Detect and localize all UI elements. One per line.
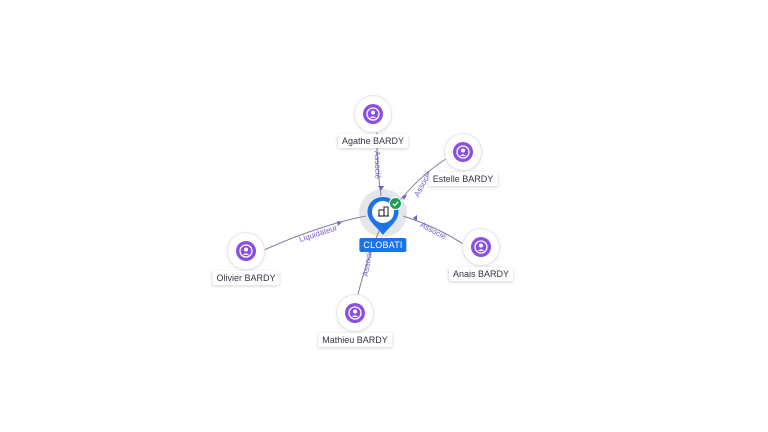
edge-label-olivier: Liquidateur [298, 223, 339, 244]
edge-label-agathe: Associé [373, 151, 383, 180]
person-icon [236, 241, 256, 261]
person-label: Agathe BARDY [337, 134, 409, 148]
person-label: Olivier BARDY [212, 271, 280, 285]
person-icon [345, 303, 365, 323]
edge-arrow [413, 215, 417, 221]
person-icon [453, 142, 473, 162]
edge-label-anais: Associé [419, 220, 448, 241]
edge-anais: Associé [402, 215, 467, 247]
person-label: Estelle BARDY [428, 172, 498, 186]
person-icon [471, 237, 491, 257]
person-icon [363, 104, 383, 124]
edge-arrow [378, 186, 384, 191]
person-label: Anais BARDY [448, 267, 514, 281]
edge-agathe: Associé [373, 125, 384, 197]
check-icon [389, 197, 402, 210]
company-label: CLOBATI [359, 238, 407, 252]
building-icon [378, 206, 389, 217]
person-label: Mathieu BARDY [318, 333, 392, 347]
edge-olivier: Liquidateur [263, 215, 367, 251]
edge-arrow [337, 221, 342, 226]
edge-arrow [402, 195, 407, 200]
